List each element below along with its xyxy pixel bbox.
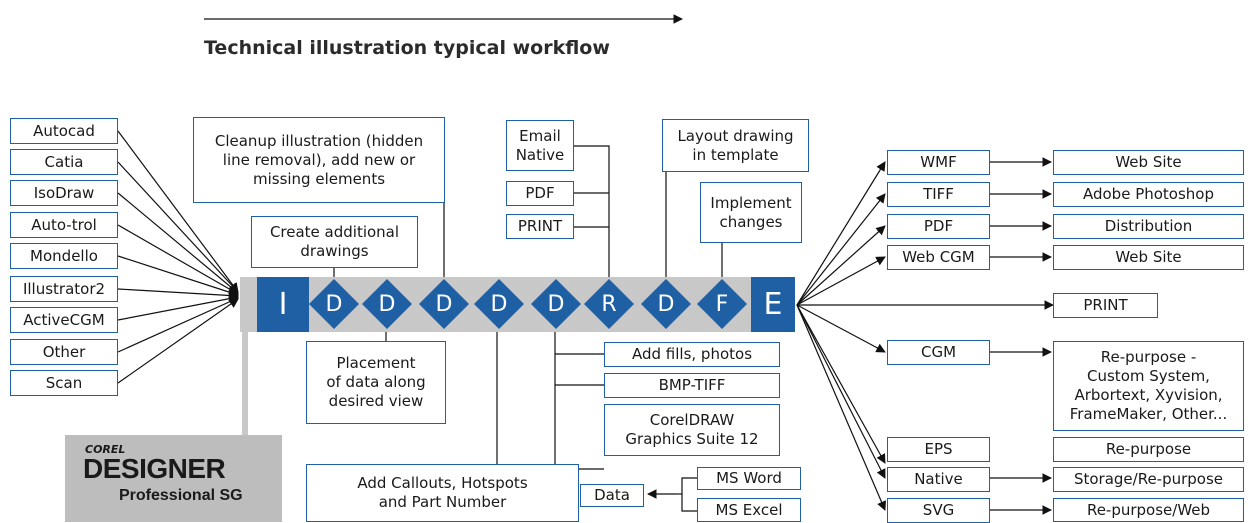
note-layout-drawing: Layout drawing in template (662, 119, 809, 172)
output-connector (796, 225, 886, 306)
output-connector (796, 256, 886, 306)
output-target: Re-purpose (1053, 437, 1244, 462)
note-ms-excel: MS Excel (697, 498, 801, 522)
output-format: WMF (887, 150, 990, 175)
note-callouts: Add Callouts, Hotspots and Part Number (306, 464, 579, 522)
note-bmp-tiff: BMP-TIFF (604, 373, 780, 398)
input-box: Auto-trol (10, 212, 118, 238)
input-box: Autocad (10, 118, 118, 144)
input-box: IsoDraw (10, 180, 118, 206)
output-format: TIFF (887, 182, 990, 207)
note-cleanup: Cleanup illustration (hidden line remova… (193, 117, 445, 203)
output-connector (796, 304, 887, 511)
connector (554, 327, 604, 470)
input-box: Scan (10, 370, 118, 396)
output-format: Native (887, 467, 990, 492)
output-target: Web Site (1053, 150, 1244, 175)
stage-letter: F (715, 291, 729, 317)
stage-diamond: D (641, 279, 691, 329)
stage-end: E (751, 277, 795, 332)
input-box: Catia (10, 149, 118, 175)
stage-diamond: D (419, 279, 469, 329)
stage-diamond: R (584, 279, 634, 329)
note-add-fills: Add fills, photos (604, 342, 780, 367)
stage-letter: D (547, 291, 565, 317)
stage-diamond: D (531, 279, 581, 329)
output-format: Web CGM (887, 245, 990, 270)
note-placement: Placement of data along desired view (306, 341, 446, 424)
logo-product: DESIGNER (83, 453, 226, 484)
diagram-title: Technical illustration typical workflow (204, 37, 610, 59)
stage-diamond: D (474, 279, 524, 329)
stage-letter: R (601, 291, 617, 317)
output-target: Web Site (1053, 245, 1244, 270)
output-print: PRINT (1053, 293, 1158, 318)
output-format: CGM (887, 340, 990, 365)
output-connector (796, 193, 886, 306)
input-box: Mondello (10, 243, 118, 269)
input-connector (117, 255, 239, 297)
stage-letter: D (657, 291, 675, 317)
connector (574, 145, 610, 281)
logo-brand: COREL (85, 443, 126, 456)
note-pdf: PDF (506, 181, 574, 206)
output-connector (796, 304, 886, 479)
input-connector (117, 224, 239, 295)
input-box: Other (10, 339, 118, 365)
output-target: Adobe Photoshop (1053, 182, 1244, 207)
stage-diamond: D (362, 279, 412, 329)
stage-letter: D (490, 291, 508, 317)
stage-start: I (257, 277, 309, 332)
note-data: Data (580, 484, 644, 507)
input-connector (117, 192, 239, 294)
stage-diamond: F (697, 279, 747, 329)
stage-letter: D (435, 291, 453, 317)
output-connector (796, 304, 886, 353)
input-connector (117, 288, 239, 301)
input-box: Illustrator2 (10, 276, 118, 302)
corel-designer-logo: COREL DESIGNER Professional SG (65, 435, 282, 522)
note-ms-word: MS Word (697, 467, 801, 490)
input-connector (117, 130, 239, 293)
output-target: Distribution (1053, 214, 1244, 239)
input-box: ActiveCGM (10, 307, 118, 333)
connector (681, 477, 697, 512)
input-connector (117, 161, 239, 293)
input-connector (117, 293, 239, 321)
stage-diamond: D (309, 279, 359, 329)
output-connector (796, 161, 886, 306)
input-connector (117, 298, 239, 384)
output-target: Re-purpose - Custom System, Arbortext, X… (1053, 341, 1244, 431)
output-target: Storage/Re-purpose (1053, 467, 1244, 492)
output-format: SVG (887, 498, 990, 523)
input-connector (117, 297, 239, 353)
note-coreldraw: CorelDRAW Graphics Suite 12 (604, 404, 780, 456)
note-implement-changes: Implement changes (700, 182, 802, 243)
output-format: EPS (887, 437, 990, 462)
output-target: Re-purpose/Web (1053, 498, 1244, 522)
note-print: PRINT (506, 214, 574, 239)
note-create-drawings: Create additional drawings (251, 216, 418, 268)
output-connector (796, 304, 886, 464)
stage-letter: D (378, 291, 396, 317)
note-email-native: Email Native (506, 120, 574, 171)
logo-edition: Professional SG (119, 487, 243, 504)
output-format: PDF (887, 214, 990, 239)
stage-letter: D (325, 291, 343, 317)
